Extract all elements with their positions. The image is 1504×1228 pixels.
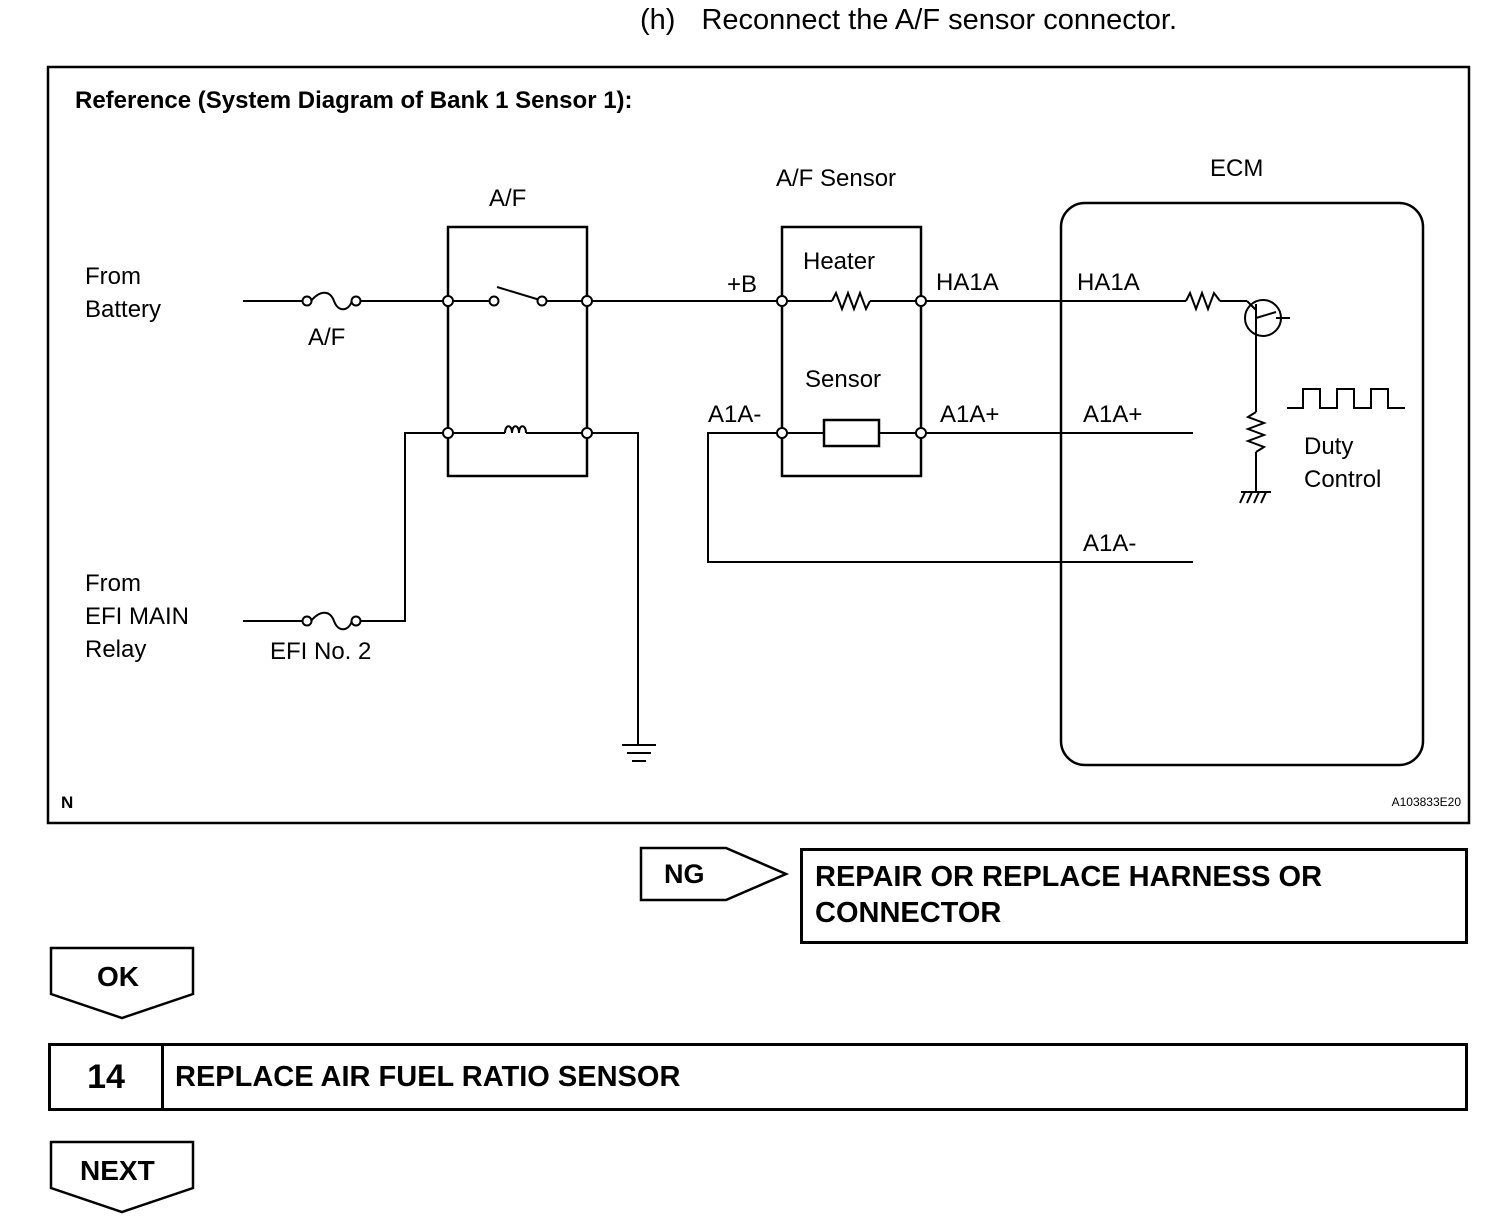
a1a-plus-sensor-label: A1A+ — [940, 401, 999, 428]
af-relay-box — [446, 225, 589, 478]
a1a-plus-ecm-label: A1A+ — [1083, 401, 1142, 428]
ecm-box — [1059, 201, 1425, 767]
ecm-title: ECM — [1210, 155, 1263, 182]
chassis-ground-icon — [1239, 491, 1271, 504]
sensor-label: Sensor — [805, 366, 881, 393]
af-sensor-box — [780, 225, 923, 478]
step-14-bar: 14 REPLACE AIR FUEL RATIO SENSOR — [48, 1043, 1468, 1111]
af-fuse-label: A/F — [308, 324, 345, 351]
relay-coil-icon — [504, 425, 527, 434]
from-efi-line3: Relay — [85, 636, 146, 663]
ecm-pulldown-resistor-icon — [1245, 411, 1267, 453]
sensor-element-icon — [822, 418, 881, 448]
diagram-frame — [46, 65, 1471, 825]
next-label: NEXT — [80, 1155, 155, 1186]
a1a-minus-ecm-label: A1A- — [1083, 530, 1136, 557]
ok-label: OK — [97, 961, 139, 992]
step-instruction-text: Reconnect the A/F sensor connector. — [701, 4, 1178, 36]
ha1a-sensor-label: HA1A — [936, 269, 999, 296]
efi-fuse-icon — [301, 611, 362, 631]
relay-switch-icon — [488, 286, 548, 307]
duty-control-line1: Duty — [1304, 433, 1353, 460]
diagram-title: Reference (System Diagram of Bank 1 Sens… — [75, 87, 633, 114]
plus-b-label: +B — [727, 271, 757, 298]
duty-waveform-icon — [1287, 388, 1405, 409]
duty-control-line2: Control — [1304, 466, 1381, 493]
step-label: (h) — [640, 4, 676, 36]
from-battery-line1: From — [85, 263, 141, 290]
step-instruction: (h) Reconnect the A/F sensor connector. — [640, 4, 1177, 37]
ok-arrow — [49, 946, 195, 1020]
ng-label: NG — [664, 859, 705, 889]
figure-code: A103833E20 — [1392, 795, 1462, 809]
ng-arrow — [639, 846, 790, 902]
a1a-minus-sensor-label: A1A- — [708, 401, 761, 428]
from-efi-line2: EFI MAIN — [85, 603, 189, 630]
heater-label: Heater — [803, 248, 875, 275]
corner-label: N — [61, 793, 73, 812]
ecm-resistor-icon — [1185, 290, 1221, 312]
af-fuse-icon — [301, 291, 362, 311]
transistor-icon — [1244, 299, 1290, 337]
step-number: 14 — [51, 1046, 164, 1108]
efi-fuse-label: EFI No. 2 — [270, 638, 371, 665]
af-relay-label: A/F — [489, 185, 526, 212]
ha1a-ecm-label: HA1A — [1077, 269, 1140, 296]
from-efi-line1: From — [85, 570, 141, 597]
heater-resistor-icon — [831, 290, 871, 312]
ground-icon — [622, 744, 656, 762]
sensor-title: A/F Sensor — [776, 165, 896, 192]
ng-result-text: REPAIR OR REPLACE HARNESS OR CONNECTOR — [815, 861, 1323, 929]
next-arrow — [49, 1140, 195, 1214]
from-battery-line2: Battery — [85, 296, 161, 323]
step-title: REPLACE AIR FUEL RATIO SENSOR — [175, 1060, 681, 1093]
ng-result-box: REPAIR OR REPLACE HARNESS OR CONNECTOR — [800, 848, 1468, 944]
